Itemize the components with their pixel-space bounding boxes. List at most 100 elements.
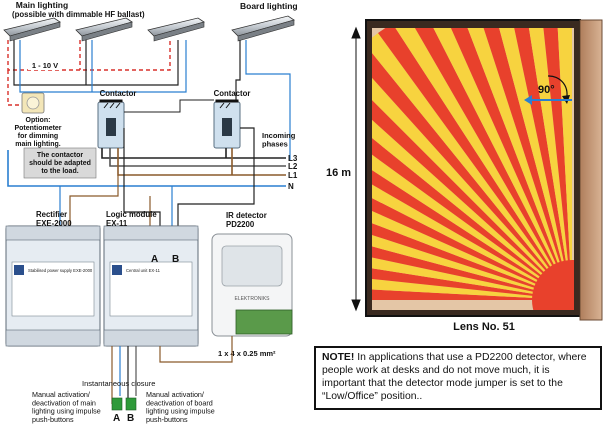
logic-module: Central unit EX-11 — [103, 225, 199, 347]
main-light-fixture-2 — [75, 17, 133, 42]
option-line: Option: — [26, 117, 51, 124]
logic-face-text: Central unit EX-11 — [126, 268, 161, 273]
incoming-phases-text: Incoming — [262, 131, 296, 140]
coverage-core — [532, 260, 574, 310]
main-contactor — [97, 101, 125, 149]
instantaneous-label: Instantaneous closure — [82, 379, 155, 388]
ir-detector: ELEKTRONIKS — [211, 233, 293, 337]
coverage-sector — [372, 77, 572, 300]
manual-board-text-line-4: push-buttons — [146, 415, 188, 424]
rectifier-face-text: Stabilised power supply EXE-2000 — [28, 268, 93, 273]
coverage-sector — [378, 28, 572, 300]
cable-spec-label: 1 x 4 x 0.25 mm² — [218, 349, 276, 358]
coverage-sector — [514, 28, 572, 300]
logic-module-label-text: Logic module — [106, 210, 157, 219]
contactor-note-text: The contactor — [37, 152, 84, 159]
coverage-sector — [543, 28, 572, 300]
voltage-label: 1 - 10 V — [32, 61, 58, 70]
dim-wires — [7, 40, 171, 106]
push-button-b — [125, 397, 137, 411]
phase-L1-label: L1 — [288, 171, 298, 180]
coverage-sector — [372, 210, 572, 300]
coverage-sectors — [372, 28, 574, 310]
dimension-label: 16 m — [326, 167, 351, 179]
coverage-fan — [372, 28, 574, 310]
main-lighting-label: Main lighting — [16, 0, 68, 10]
coverage-sector — [433, 28, 572, 300]
coverage-sector — [414, 28, 572, 300]
detector-brand-text: ELEKTRONIKS — [234, 296, 270, 302]
rectifier-label-text-line-2: EXE-2000 — [36, 219, 72, 228]
coverage-sector — [372, 33, 572, 300]
dimension-arrow — [351, 26, 361, 312]
coverage-sector — [467, 28, 572, 300]
main-contactor-label: Contactor — [100, 89, 137, 98]
option-line-line-4: main lighting. — [15, 141, 61, 148]
manual-main-text-line-4: push-buttons — [32, 415, 74, 424]
board-lighting-label: Board lighting — [240, 1, 298, 11]
coverage-sector — [499, 28, 572, 300]
contactor-switch-marks — [99, 99, 239, 109]
contactor-note-text-line-2: should be adapted — [29, 160, 91, 167]
manual-board-text: Manual activation/ — [146, 390, 204, 399]
ir-detector-label-text-line-2: PD2200 — [226, 220, 255, 229]
incoming-phases-text-line-2: phases — [262, 140, 288, 149]
angle-label: 90° — [538, 84, 555, 96]
manual-board-text-line-2: deactivation of board — [146, 398, 213, 407]
phase-L2-label: L2 — [288, 162, 298, 171]
manual-main-text: Manual activation/ — [32, 390, 90, 399]
option-line-line-3: for dimming — [18, 133, 58, 140]
room-floor-plan — [365, 19, 603, 321]
push-button-wires — [111, 336, 233, 404]
potentiometer — [21, 92, 45, 114]
ir-detector-label-text: IR detector — [226, 211, 267, 220]
rectifier-label-text: Rectifier — [36, 210, 67, 219]
contactor-note-text-line-3: to the load. — [41, 168, 78, 175]
coverage-sector — [528, 28, 572, 300]
board-contactor — [213, 101, 241, 149]
main-lighting-sublabel: (possible with dimmable HF ballast) — [12, 10, 145, 19]
coverage-sector — [372, 257, 572, 300]
phase-N-label: N — [288, 182, 294, 191]
option-line-line-2: Potentiometer — [14, 125, 61, 132]
board-contactor-label: Contactor — [214, 89, 251, 98]
coverage-sector — [372, 268, 572, 300]
rectifier-module: Stabilised power supply EXE-2000 — [5, 225, 101, 347]
push-button-a-label: A — [113, 413, 120, 424]
note-lead: NOTE! — [322, 352, 355, 363]
note-box: NOTE! In applications that use a PD2200 … — [314, 346, 602, 410]
main-light-fixture-3 — [147, 17, 205, 42]
coverage-sector — [395, 28, 572, 300]
manual-main-text-line-3: lighting using impulse — [32, 407, 101, 416]
main-light-fixture-1 — [3, 17, 61, 42]
terminal-a-label: A — [151, 254, 158, 265]
phase-L3-label: L3 — [288, 154, 298, 163]
terminal-b-label: B — [172, 254, 179, 265]
angle-indicator — [524, 75, 572, 105]
push-button-a — [111, 397, 123, 411]
module-feed-wires — [59, 127, 255, 228]
light-feed-wires — [13, 40, 291, 160]
board-light-fixture — [231, 15, 295, 42]
coverage-sector — [450, 28, 572, 300]
coverage-sector — [372, 289, 572, 300]
manual-main-text-line-2: deactivation of main — [32, 398, 96, 407]
push-button-b-label: B — [127, 413, 134, 424]
coverage-sector — [372, 278, 572, 300]
note-text: In applications that use a PD2200 detect… — [322, 352, 587, 402]
lens-label: Lens No. 51 — [453, 321, 515, 333]
manual-board-text-line-3: lighting using impulse — [146, 407, 215, 416]
logic-module-label-text-line-2: EX-11 — [106, 219, 128, 228]
coverage-sector — [483, 28, 572, 300]
